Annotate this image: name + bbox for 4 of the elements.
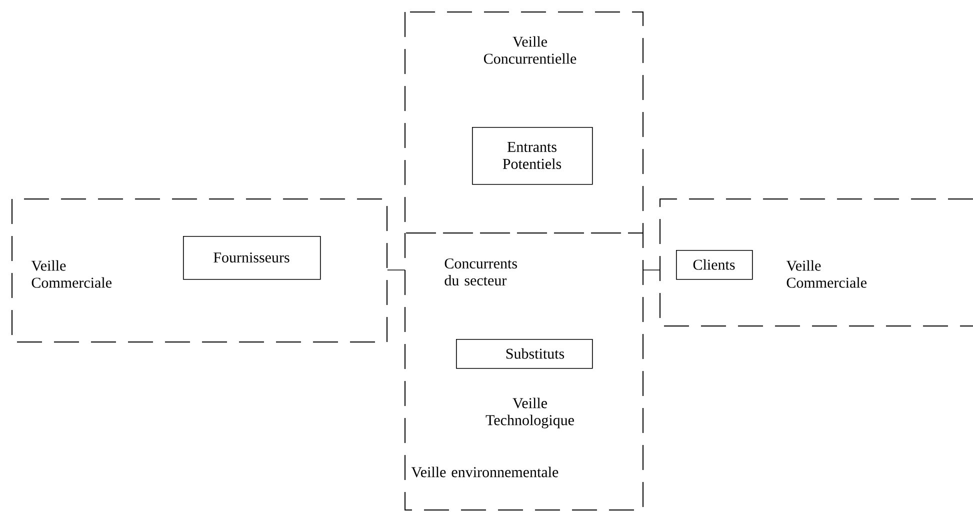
label-box: Entrants Potentiels	[472, 127, 593, 185]
label-box: Fournisseurs	[183, 236, 321, 280]
label-box: Clients	[676, 250, 753, 280]
label-box: Substituts	[456, 339, 593, 369]
